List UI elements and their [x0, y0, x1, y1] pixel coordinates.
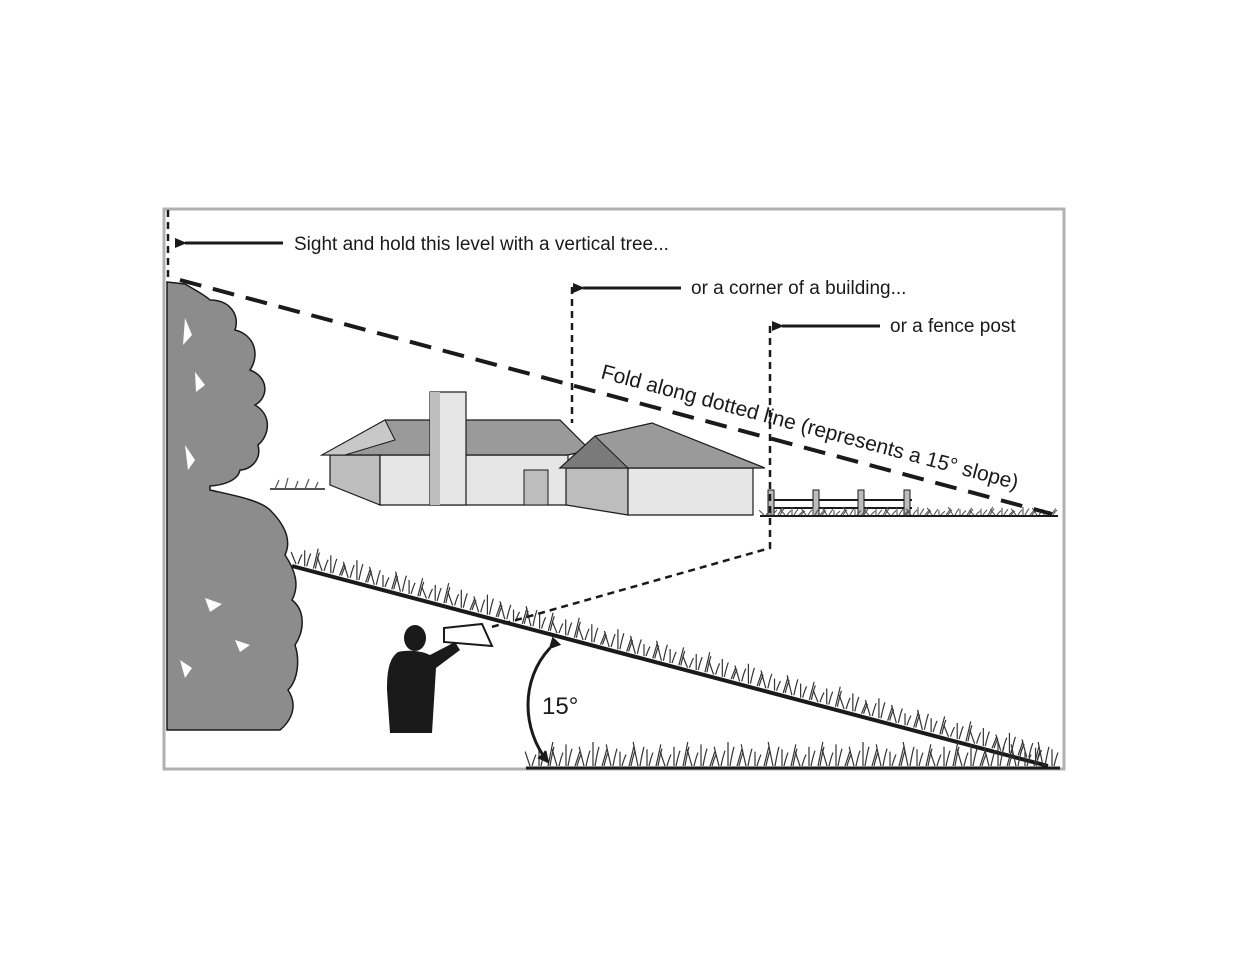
angle-label: 15°	[542, 693, 578, 720]
tree-label: Sight and hold this level with a vertica…	[294, 234, 669, 255]
building-label: or a corner of a building...	[691, 278, 906, 299]
fence-label: or a fence post	[890, 316, 1016, 337]
